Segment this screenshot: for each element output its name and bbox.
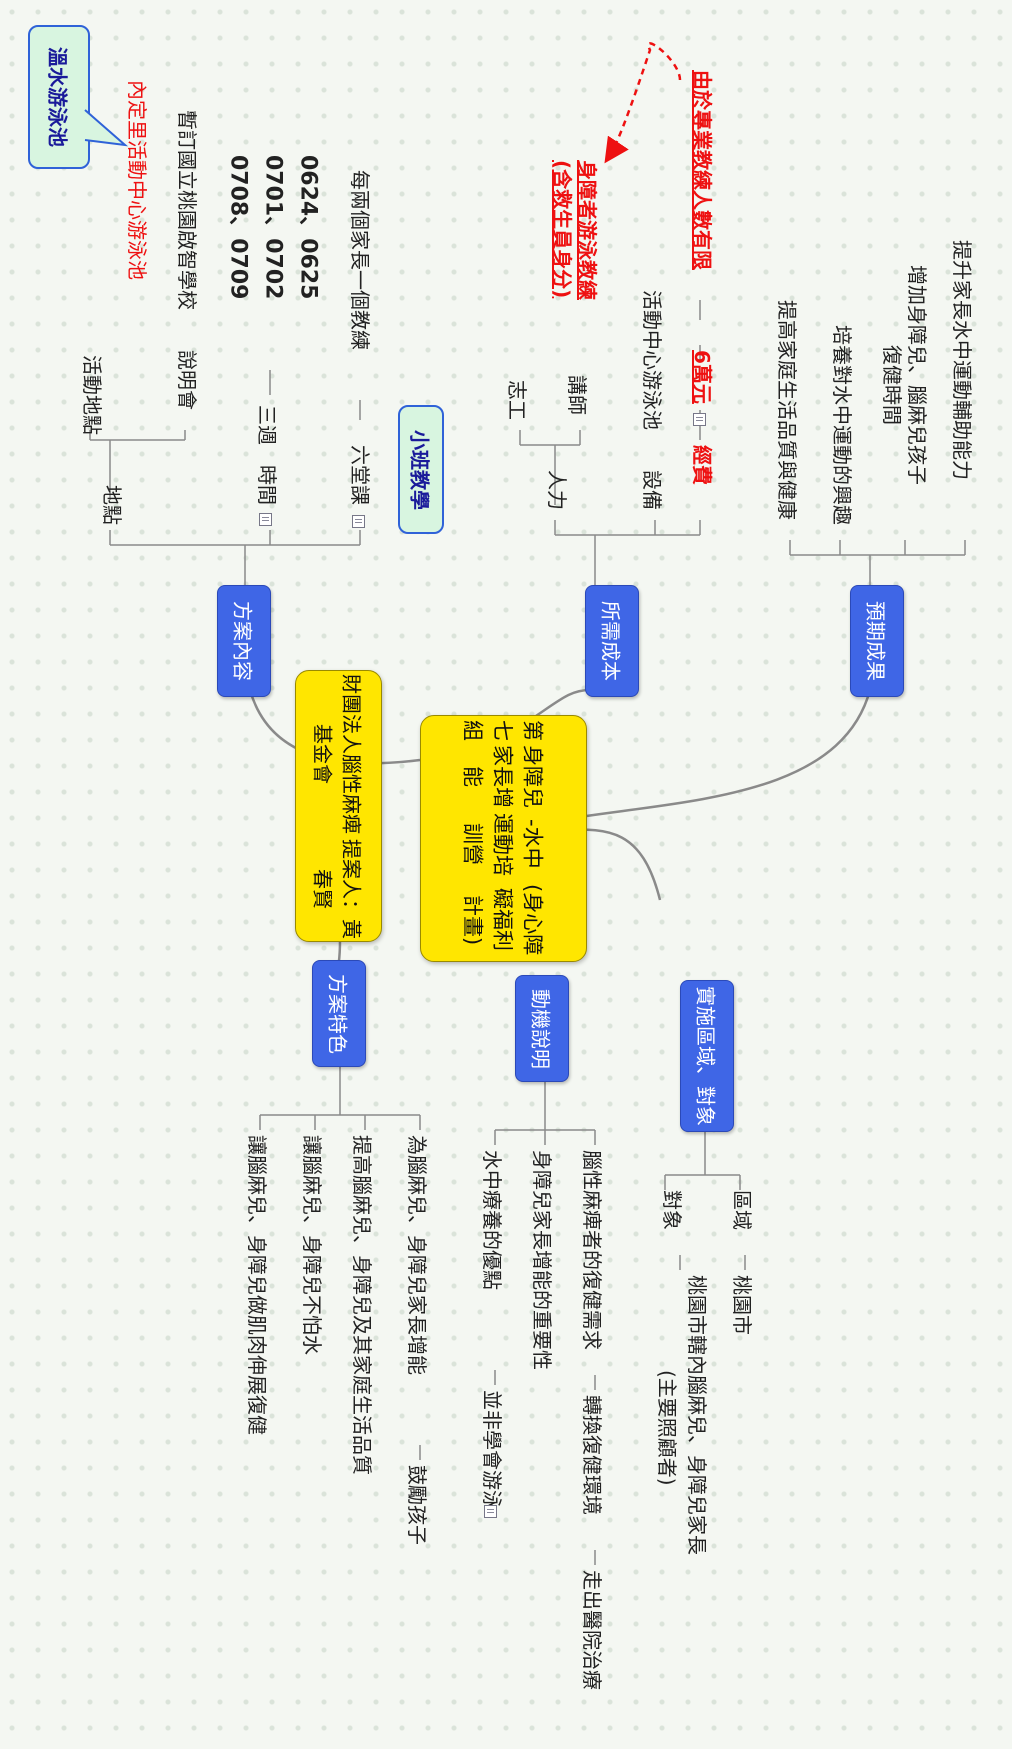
cost-fee-label: 經費 bbox=[690, 445, 714, 485]
note-icon[interactable] bbox=[352, 515, 365, 528]
content-pool: 內定里活動中心游泳池 bbox=[125, 80, 149, 280]
category-cost[interactable]: 所需成本 bbox=[585, 585, 639, 697]
expected-item-5: 提高家庭生活品質與健康 bbox=[775, 300, 799, 520]
region-target-note: (主要照顧者) bbox=[655, 1370, 679, 1486]
motivation-item-5: 水中療養的優點 bbox=[480, 1150, 504, 1290]
content-time-value: 三週 bbox=[255, 405, 279, 445]
motivation-item-1: 腦性麻痺者的復健需求 bbox=[580, 1150, 604, 1350]
motivation-item-4: 身障兒家長增能的重要性 bbox=[530, 1150, 554, 1370]
proposer-node[interactable]: 財團法人腦性麻痺基金會 提案人：黃春賢 bbox=[295, 670, 382, 942]
content-dates-1: 0624、0625 bbox=[295, 155, 321, 300]
feature-item-5: 讓腦麻兒、身障兒做肌肉伸展復健 bbox=[245, 1135, 269, 1435]
category-region[interactable]: 實施區域、對象 bbox=[680, 980, 734, 1132]
proposer-line2: 提案人：黃春賢 bbox=[310, 838, 364, 939]
region-area-value: 桃園市 bbox=[730, 1275, 754, 1335]
cost-people-label: 人力 bbox=[545, 470, 569, 510]
expected-item-2: 增加身障兒、腦麻兒孩子 bbox=[905, 265, 929, 485]
proposer-line1: 財團法人腦性麻痺基金會 bbox=[310, 673, 364, 834]
cost-note-lifeguard: (含救生員身分) bbox=[550, 160, 574, 299]
expected-item-3: 復健時間 bbox=[880, 345, 904, 425]
note-icon[interactable] bbox=[693, 413, 706, 426]
region-target-value: 桃園市轄內腦麻兒、身障兒家長 bbox=[685, 1275, 709, 1555]
cost-people-lecturer: 講師 bbox=[565, 375, 589, 415]
central-topic[interactable]: 第七組 身障兒家長增能 -水中運動培訓營 (身心障礙福利計畫) bbox=[420, 715, 587, 962]
content-dates-3: 0708、0709 bbox=[225, 155, 251, 300]
content-briefing-place: 暫訂國立桃園啟智學校 bbox=[175, 110, 199, 310]
feature-item-2: 鼓勵孩子 bbox=[405, 1465, 429, 1545]
content-dates-2: 0701、0702 bbox=[260, 155, 286, 300]
content-activity-place: 活動地點 bbox=[80, 355, 104, 435]
feature-item-3: 提高腦麻兒、身障兒及其家庭生活品質 bbox=[350, 1135, 374, 1475]
category-content[interactable]: 方案內容 bbox=[217, 585, 271, 697]
expected-item-1: 提升家長水中運動輔助能力 bbox=[950, 240, 974, 480]
motivation-item-2: 轉換復健環境 bbox=[580, 1395, 604, 1515]
cost-people-volunteer: 志工 bbox=[505, 380, 529, 420]
cost-fee-value: 6萬元 bbox=[690, 350, 714, 404]
small-class-callout[interactable]: 小班教學 bbox=[398, 405, 444, 534]
region-target-label: 對象 bbox=[660, 1190, 684, 1230]
category-motivation[interactable]: 動機說明 bbox=[515, 975, 569, 1082]
cost-note-coach: 身障者游泳教練 bbox=[575, 160, 599, 300]
content-briefing: 說明會 bbox=[175, 350, 199, 410]
central-line4: (身心障礙福利計畫) bbox=[460, 884, 545, 956]
region-area-label: 區域 bbox=[730, 1190, 754, 1230]
content-time-label: 時間 bbox=[255, 465, 279, 505]
central-line1: 第七組 bbox=[460, 719, 545, 741]
expected-item-4: 培養對水中運動的興趣 bbox=[830, 325, 854, 525]
cost-equipment-value: 活動中心游泳池 bbox=[640, 290, 664, 430]
feature-item-4: 讓腦麻兒、身障兒不怕水 bbox=[300, 1135, 324, 1355]
feature-item-1: 為腦麻兒、身障兒家長增能 bbox=[405, 1135, 429, 1375]
motivation-item-6: 並非學會游泳 bbox=[480, 1390, 504, 1510]
content-class-value: 每兩個家長一個教練 bbox=[348, 170, 372, 350]
cost-equipment-label: 設備 bbox=[640, 470, 664, 510]
central-line3: -水中運動培訓營 bbox=[460, 812, 545, 876]
callout-pointer bbox=[84, 109, 129, 147]
central-line2: 身障兒家長增能 bbox=[460, 745, 545, 809]
note-icon[interactable] bbox=[484, 1505, 497, 1518]
content-class-label: 六堂課 bbox=[348, 445, 372, 505]
motivation-item-3: 走出醫院治療 bbox=[580, 1570, 604, 1690]
note-icon[interactable] bbox=[259, 513, 272, 526]
cost-note-professional: 由於專業教練人數有限 bbox=[690, 70, 714, 270]
category-features[interactable]: 方案特色 bbox=[312, 960, 366, 1067]
warm-pool-callout[interactable]: 溫水游泳池 bbox=[28, 25, 90, 169]
category-expected[interactable]: 預期成果 bbox=[850, 585, 904, 697]
content-place-label: 地點 bbox=[100, 485, 124, 525]
